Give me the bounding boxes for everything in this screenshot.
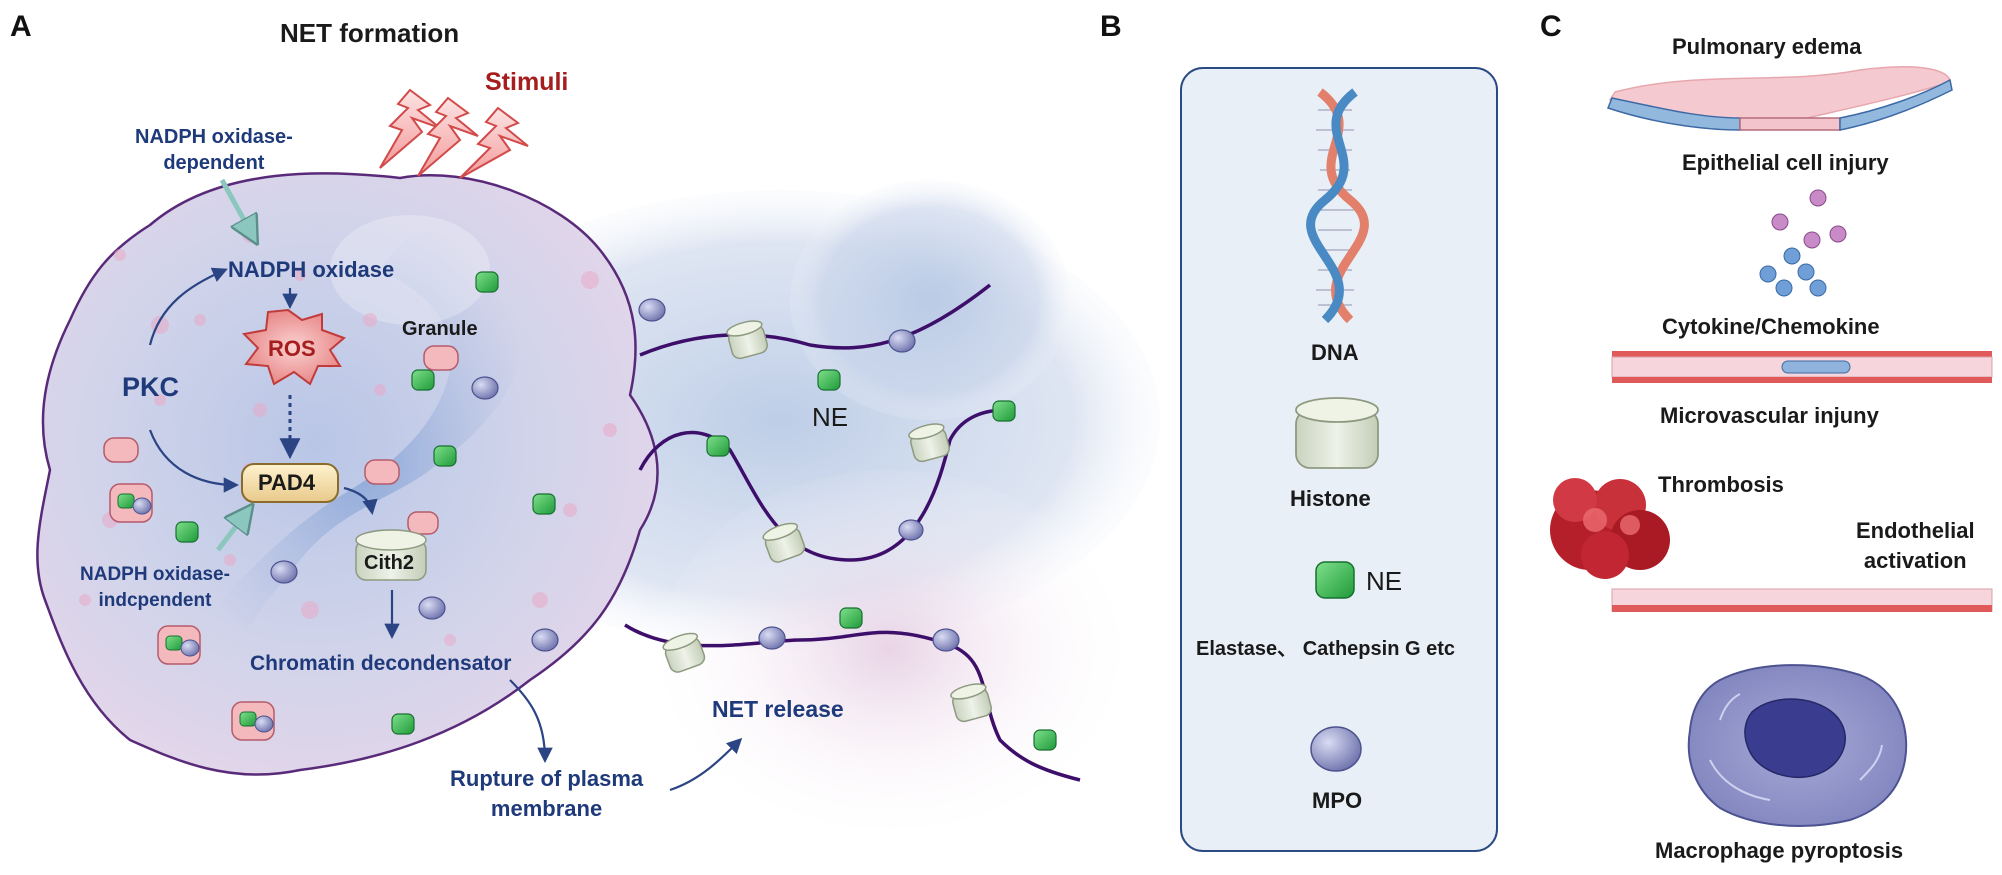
stimuli-label: Stimuli — [485, 68, 569, 96]
pad4-box — [241, 463, 339, 503]
nadph-dependent-label: NADPH oxidase- dependent — [135, 126, 293, 174]
mpo-label: MPO — [1312, 788, 1363, 813]
dna-label: DNA — [1311, 340, 1359, 365]
epithelial-injury-label: Epithelial cell injury — [1682, 150, 1889, 175]
cytokine-label: Cytokine/Chemokine — [1662, 314, 1880, 339]
microvascular-label: Microvascular injuny — [1660, 403, 1879, 428]
thrombus-icon — [1550, 478, 1670, 579]
net-mpo — [638, 298, 960, 652]
blood-vessel-icon — [1611, 351, 1993, 383]
panel-a-title: NET formation — [280, 18, 460, 48]
granule-label: Granule — [402, 318, 478, 340]
dependency-arrows — [216, 178, 255, 552]
ros-star-icon — [241, 308, 346, 386]
histone-label: Histone — [1290, 486, 1371, 511]
cell-mpo — [270, 376, 559, 652]
endothelial-label: Endothelial activation — [1856, 518, 1975, 573]
net-strands — [624, 283, 1081, 782]
pulmonary-edema-icon — [1607, 66, 1953, 131]
pad4-label: PAD4 — [258, 470, 316, 495]
macrophage-label: Macrophage pyroptosis — [1655, 838, 1904, 863]
cith2-label: Cith2 — [364, 552, 414, 574]
nadph-independent-label: NADPH oxidase- indcpendent — [80, 564, 230, 611]
net-release-label: NET release — [712, 696, 844, 722]
macrophage-icon — [1687, 664, 1908, 827]
endothelium-icon — [1611, 588, 1993, 612]
elastase-label: Elastase、 Cathepsin G etc — [1196, 638, 1455, 660]
thrombosis-label: Thrombosis — [1658, 472, 1784, 497]
legend-ne-label: NE — [1366, 566, 1403, 596]
lightning-bolt-icon — [379, 88, 529, 179]
cell-ne — [175, 271, 556, 735]
pulmonary-edema-label: Pulmonary edema — [1672, 34, 1862, 59]
mpo-sphere-icon — [1310, 726, 1362, 772]
cith2-histone-icon — [355, 529, 427, 581]
panel-a-letter: A — [10, 10, 32, 43]
ros-label: ROS — [268, 336, 316, 361]
nadph-oxidase-label: NADPH oxidase — [228, 257, 395, 282]
pathway-arrows — [148, 267, 743, 792]
net-ne — [706, 369, 1057, 751]
net-histones — [662, 320, 992, 723]
histone-icon — [1295, 397, 1379, 469]
ne-granule-icon — [1315, 561, 1355, 599]
cell-pink-vesicles — [103, 345, 459, 535]
cytokine-dots-icon — [1759, 189, 1847, 297]
pkc-label: PKC — [122, 372, 180, 402]
net-ne-label: NE — [812, 402, 849, 432]
rupture-label: Rupture of plasma membrane — [450, 766, 644, 821]
panel-b-letter: B — [1100, 10, 1122, 43]
cell-granule-clusters — [109, 483, 275, 741]
chromatin-label: Chromatin decondensator — [250, 652, 512, 675]
dna-helix-icon — [1306, 88, 1369, 324]
panel-c-letter: C — [1540, 10, 1562, 43]
